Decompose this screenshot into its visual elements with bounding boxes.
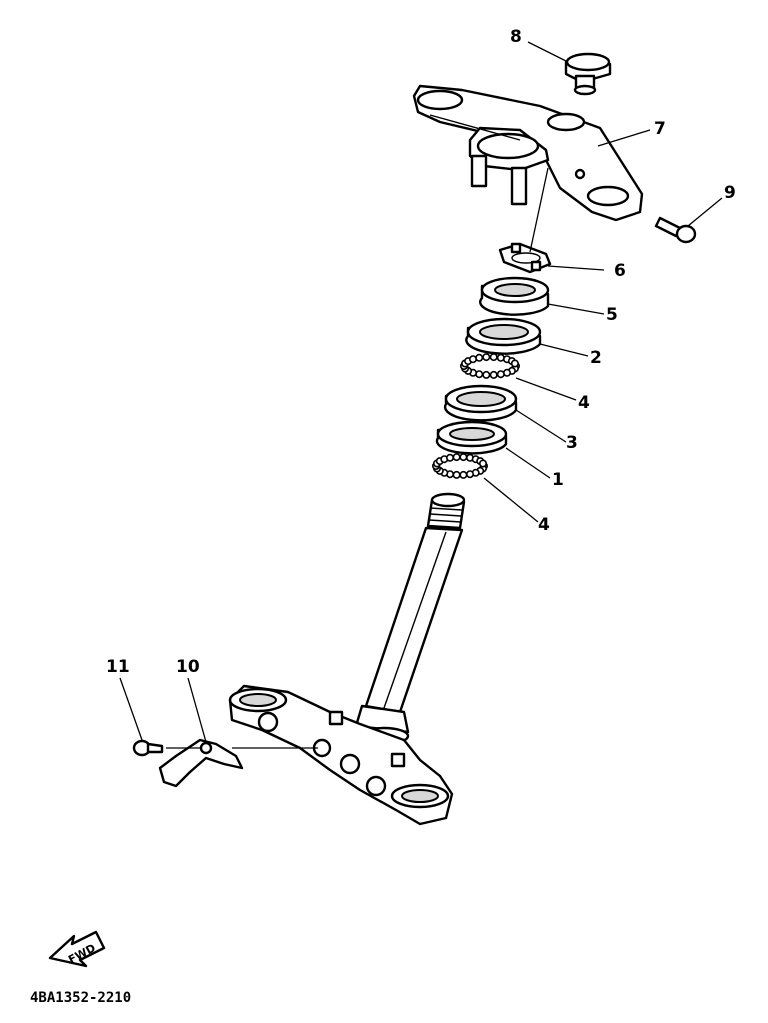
part-4-upper-ball-bearing [459, 353, 520, 379]
callout-9: 9 [724, 183, 736, 203]
part-1-bearing-race [435, 420, 508, 455]
bearing-ball [482, 353, 491, 362]
bearing-ball [489, 370, 498, 379]
callout-10: 10 [176, 657, 200, 677]
part-8-cap-bolt [564, 52, 612, 96]
callout-5: 5 [606, 305, 618, 325]
bearing-ball [459, 453, 468, 462]
callout-3: 3 [566, 433, 578, 453]
callout-7: 7 [654, 119, 666, 139]
part-4-lower-ball-bearing [431, 453, 488, 479]
callout-4-upper: 4 [578, 393, 590, 413]
part-11-screw [132, 739, 164, 757]
callout-11: 11 [106, 657, 130, 677]
bearing-ball [502, 368, 511, 377]
callout-8: 8 [510, 27, 522, 47]
callout-4-lower: 4 [538, 515, 550, 535]
part-10-cable-guide [158, 738, 244, 788]
callout-6: 6 [614, 261, 626, 281]
part-5-ring-nut [479, 276, 550, 316]
diagram-code: 4BA1352-2210 [30, 990, 131, 1006]
bearing-ball [482, 370, 491, 379]
forward-direction-arrow: FWD [48, 930, 106, 968]
bearing-ball [445, 453, 454, 462]
bearing-ball [465, 470, 474, 479]
bearing-ball [459, 470, 468, 479]
steering-stem-lower-bracket [228, 492, 466, 826]
bearing-ball [489, 353, 498, 362]
bearing-ball [478, 459, 487, 468]
part-3-bearing-race [443, 384, 518, 422]
bearing-ball [475, 370, 484, 379]
callout-1: 1 [552, 470, 564, 490]
bearing-ball [496, 353, 505, 362]
part-9-pinch-bolt [654, 216, 697, 244]
bearing-ball [510, 359, 519, 368]
bearing-ball [496, 370, 505, 379]
bearing-ball [452, 453, 461, 462]
part-7-upper-bracket [412, 84, 644, 222]
bearing-ball [475, 353, 484, 362]
bearing-ball [468, 355, 477, 364]
part-6-lock-washer [498, 242, 552, 274]
part-2-bearing-race [465, 317, 542, 355]
leader-lines [119, 41, 723, 743]
callout-2: 2 [590, 348, 602, 368]
assembly-lines [166, 167, 549, 749]
bearing-ball [452, 470, 461, 479]
